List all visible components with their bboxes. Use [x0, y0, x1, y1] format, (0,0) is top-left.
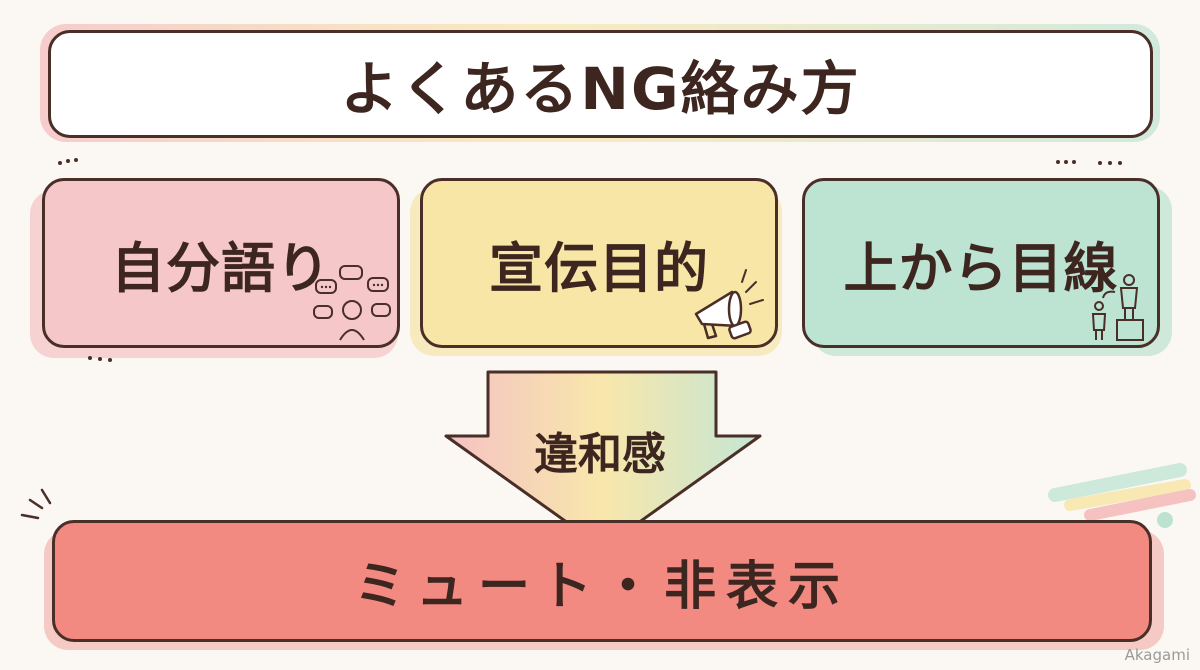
card-label: 自分語り — [111, 236, 331, 300]
page-title: よくあるNG絡み方 — [340, 55, 861, 123]
megaphone-icon — [694, 269, 764, 340]
card-label: 上から目線 — [843, 236, 1119, 300]
title-box: よくあるNG絡み方 — [48, 30, 1153, 138]
card-condescending: 上から目線 — [802, 178, 1160, 348]
result-label: ミュート・非表示 — [353, 556, 850, 617]
watermark-text: Akagami — [1124, 646, 1190, 664]
spark-lines — [20, 488, 52, 520]
result-box: ミュート・非表示 — [52, 520, 1152, 642]
arrow-label: 違和感 — [534, 429, 666, 480]
speech-bubbles-person-icon — [313, 265, 391, 341]
looking-down-people-icon — [1091, 274, 1144, 341]
card-label: 宣伝目的 — [489, 236, 709, 300]
card-self-talk: 自分語り — [42, 178, 400, 348]
